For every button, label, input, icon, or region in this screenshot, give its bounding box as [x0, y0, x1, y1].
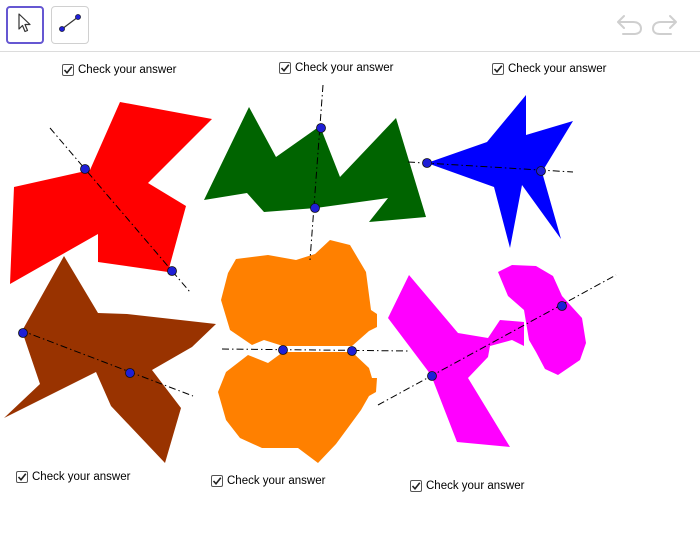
check-answer-checkbox-1[interactable]: Check your answer [62, 64, 176, 76]
segment-tool-icon [57, 12, 83, 39]
blue-line[interactable] [407, 161, 574, 173]
checkbox-label: Check your answer [295, 62, 394, 74]
orange-line[interactable] [221, 348, 411, 352]
red-line[interactable] [49, 127, 191, 293]
blue-point-b[interactable] [536, 166, 546, 176]
check-answer-checkbox-4[interactable]: Check your answer [16, 471, 130, 483]
orange-point-b[interactable] [347, 346, 357, 356]
brown-point-b[interactable] [125, 368, 135, 378]
toolbar [0, 0, 700, 52]
checkbox-checked-icon[interactable] [410, 480, 422, 492]
check-answer-checkbox-6[interactable]: Check your answer [410, 480, 524, 492]
green-point-b[interactable] [310, 203, 320, 213]
checkbox-checked-icon[interactable] [16, 471, 28, 483]
check-answer-checkbox-2[interactable]: Check your answer [279, 62, 393, 74]
blue-point-a[interactable] [422, 158, 432, 168]
brown-line[interactable] [19, 329, 194, 397]
checkbox-label: Check your answer [426, 480, 525, 492]
red-point-b[interactable] [167, 266, 177, 276]
redo-button[interactable] [650, 12, 680, 40]
redo-icon [650, 11, 680, 42]
red-shape[interactable] [10, 102, 212, 284]
move-tool-button[interactable] [6, 6, 44, 44]
magenta-shape[interactable] [388, 265, 586, 447]
checkbox-checked-icon[interactable] [279, 62, 291, 74]
red-point-a[interactable] [80, 164, 90, 174]
undo-icon [614, 11, 644, 42]
green-line[interactable] [309, 84, 324, 261]
green-point-a[interactable] [316, 123, 326, 133]
checkbox-checked-icon[interactable] [492, 63, 504, 75]
checkbox-label: Check your answer [32, 471, 131, 483]
brown-shape[interactable] [4, 256, 216, 463]
checkbox-checked-icon[interactable] [211, 475, 223, 487]
orange-shape[interactable] [218, 240, 377, 463]
green-shape[interactable] [204, 107, 426, 222]
move-cursor-icon [15, 12, 35, 39]
checkbox-label: Check your answer [508, 63, 607, 75]
undo-button[interactable] [614, 12, 644, 40]
orange-point-a[interactable] [278, 345, 288, 355]
blue-shape[interactable] [427, 95, 573, 248]
checkbox-label: Check your answer [227, 475, 326, 487]
graphics-canvas[interactable] [0, 53, 700, 550]
magenta-point-a[interactable] [427, 371, 437, 381]
magenta-line[interactable] [377, 274, 617, 406]
check-answer-checkbox-3[interactable]: Check your answer [492, 63, 606, 75]
checkbox-label: Check your answer [78, 64, 177, 76]
checkbox-checked-icon[interactable] [62, 64, 74, 76]
segment-tool-button[interactable] [51, 6, 89, 44]
magenta-point-b[interactable] [557, 301, 567, 311]
brown-point-a[interactable] [18, 328, 28, 338]
check-answer-checkbox-5[interactable]: Check your answer [211, 475, 325, 487]
